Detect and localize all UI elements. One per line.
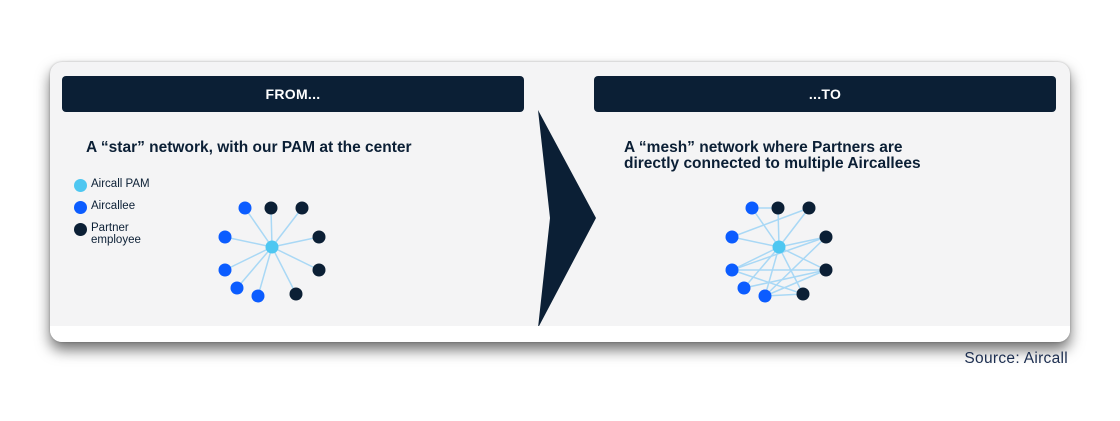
source-caption: Source: Aircall — [964, 350, 1068, 367]
aircallee-node — [218, 230, 232, 244]
from-header-label: FROM... — [265, 86, 321, 102]
partner-node — [289, 287, 303, 301]
to-header-label: ...TO — [808, 86, 842, 102]
legend: Aircall PAM Aircallee Partner employee — [74, 178, 161, 254]
from-header: FROM... — [62, 76, 524, 112]
chevron-right-icon — [538, 110, 596, 328]
aircallee-node — [230, 281, 244, 295]
partner-node — [796, 287, 810, 301]
partner-node — [312, 263, 326, 277]
aircallee-node — [758, 289, 772, 303]
legend-item-partner: Partner employee — [74, 222, 161, 246]
mesh-network-heading: A “mesh” network where Partners are dire… — [624, 140, 921, 172]
partner-dot-icon — [74, 223, 87, 236]
partner-node — [264, 201, 278, 215]
aircallee-node — [251, 289, 265, 303]
legend-label-partner: Partner employee — [91, 222, 141, 246]
aircallee-node — [725, 230, 739, 244]
partner-node — [295, 201, 309, 215]
partner-node — [819, 230, 833, 244]
aircallee-dot-icon — [74, 201, 87, 214]
partner-node — [771, 201, 785, 215]
mesh-edges — [731, 207, 827, 297]
mesh-network-diagram — [725, 201, 833, 303]
pam-dot-icon — [74, 179, 87, 192]
legend-item-aircallee: Aircallee — [74, 200, 161, 214]
star-network-diagram — [218, 201, 326, 303]
partner-node — [802, 201, 816, 215]
mesh-heading-line-1: A “mesh” network where Partners are — [624, 139, 903, 156]
legend-label-aircallee: Aircallee — [91, 200, 136, 212]
partner-node — [819, 263, 833, 277]
card-bottom-band — [50, 326, 1070, 342]
aircallee-node — [238, 201, 252, 215]
legend-item-pam: Aircall PAM — [74, 178, 161, 192]
comparison-card: FROM... ...TO A “star” network, with our… — [50, 62, 1070, 342]
partner-node — [312, 230, 326, 244]
mesh-heading-line-2: directly connected to multiple Aircallee… — [624, 155, 921, 172]
aircallee-node — [737, 281, 751, 295]
aircallee-node — [218, 263, 232, 277]
pam-node — [265, 240, 279, 254]
star-edges — [224, 207, 320, 297]
aircallee-node — [745, 201, 759, 215]
to-header: ...TO — [594, 76, 1056, 112]
aircallee-node — [725, 263, 739, 277]
legend-label-pam: Aircall PAM — [91, 178, 150, 190]
pam-node — [772, 240, 786, 254]
star-network-heading: A “star” network, with our PAM at the ce… — [86, 139, 412, 156]
